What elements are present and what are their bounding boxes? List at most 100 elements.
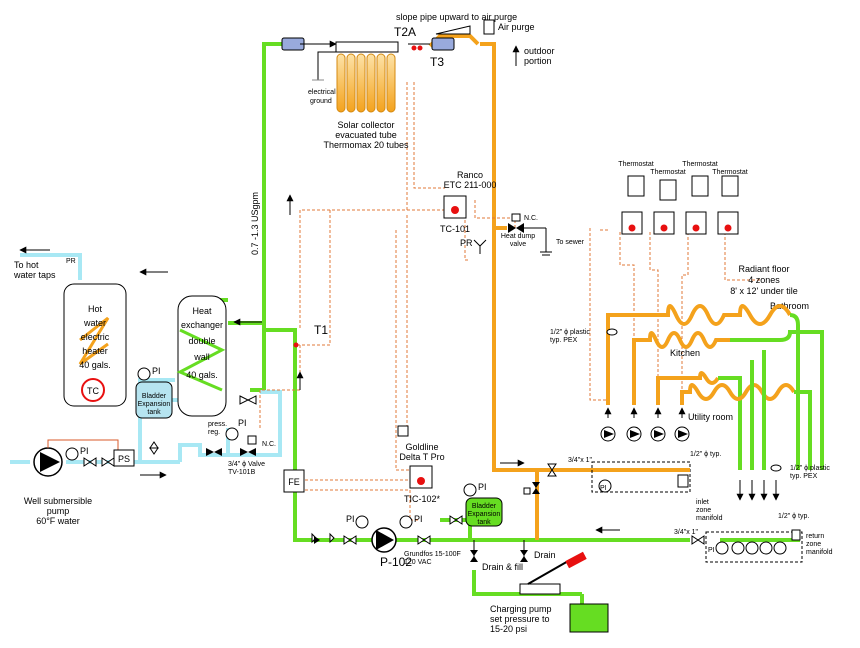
goldline-label-2: Delta T Pro xyxy=(399,452,444,462)
heat-dump-valve xyxy=(508,213,552,256)
heater-label-5: 40 gals. xyxy=(79,360,111,370)
t3-label: T3 xyxy=(430,55,444,69)
charging-pump xyxy=(472,551,609,633)
pi-reg-label: PI xyxy=(238,418,247,428)
ranco-label-2: ETC 211-000 xyxy=(444,180,497,190)
ps-label: PS xyxy=(118,454,130,464)
well-label-2: pump xyxy=(47,506,70,516)
radiant-label-3: 8' x 12' under tile xyxy=(730,286,797,296)
reducer-label-1: 3/4"x 1" xyxy=(568,457,593,464)
thermostats xyxy=(621,175,739,235)
grundfos-label-2: 120 VAC xyxy=(404,559,432,566)
control-wiring xyxy=(259,82,760,521)
half-typ-label-1: 1/2" ϕ typ. xyxy=(690,451,721,458)
reducer-label-2: 3/4"x 1" xyxy=(674,529,699,536)
charging-label-1: Charging pump xyxy=(490,604,552,614)
collector-label-3: Thermomax 20 tubes xyxy=(323,140,409,150)
thermostat-label-3: Thermostat xyxy=(682,161,717,168)
plastic-left-2: typ. PEX xyxy=(550,337,578,344)
grundfos-label-1: Grundfos 15-100F xyxy=(404,551,461,558)
drain-fill-label: Drain & fill xyxy=(482,562,523,572)
press-reg-label-2: reg. xyxy=(208,429,220,436)
return-valve xyxy=(691,535,705,545)
slope-pipe-label: slope pipe upward to air purge xyxy=(396,12,517,22)
ranco-controller xyxy=(443,195,467,219)
fe-label: FE xyxy=(288,477,300,487)
check-valve xyxy=(314,536,320,544)
solar-collector xyxy=(281,19,495,113)
heater-label-1: Hot xyxy=(88,304,103,314)
hot-supply-pipes xyxy=(428,34,600,540)
pressure-switch xyxy=(113,449,135,467)
collector-label-2: evacuated tube xyxy=(335,130,397,140)
thermostat-1 xyxy=(627,175,645,197)
pr-heater-label: PR xyxy=(66,258,76,265)
t2a-label: T2A xyxy=(394,25,416,39)
goldline-label-1: Goldline xyxy=(405,442,438,452)
plastic-left-1: 1/2" ϕ plastic xyxy=(550,329,590,336)
pi-glycol-label: PI xyxy=(478,482,487,492)
inlet-label-2: zone xyxy=(696,507,711,514)
return-manifold xyxy=(705,480,803,563)
pi-p102-left-label: PI xyxy=(346,514,355,524)
return-label-1: return xyxy=(806,533,824,540)
plastic-right-1: 1/2" ϕ plastic xyxy=(790,465,830,472)
radiant-label-1: Radiant floor xyxy=(738,264,789,274)
bladder-label-1: Bladder xyxy=(142,393,167,400)
to-sewer-label: To sewer xyxy=(556,239,585,246)
thermostat-2 xyxy=(659,179,677,201)
drain-valves xyxy=(470,463,557,562)
bladder-label-2: Expansion xyxy=(138,401,171,408)
t3-sensor xyxy=(417,45,423,51)
well-label-3: 60°F water xyxy=(36,516,80,526)
thermostat-label-1: Thermostat xyxy=(618,161,653,168)
to-hot-label-1: To hot xyxy=(14,260,39,270)
domestic-water-pipes xyxy=(10,253,282,464)
well-pump xyxy=(33,439,119,477)
inlet-label-1: inlet xyxy=(696,499,709,506)
goldline-sensor-box xyxy=(397,425,409,437)
glycol-bladder-label-3: tank xyxy=(477,519,491,526)
heat-dump-label-2: valve xyxy=(510,241,526,248)
nc-valve-label: N.C. xyxy=(262,441,276,448)
tic102-label: TIC-102* xyxy=(404,494,441,504)
hx-label-4: wall xyxy=(193,352,210,362)
valve-34-label-2: TV-101B xyxy=(228,469,256,476)
bladder-label-3: tank xyxy=(147,409,161,416)
flow-element xyxy=(283,469,305,493)
heat-exchanger xyxy=(176,295,227,417)
utility-label: Utility room xyxy=(688,412,733,422)
expansion-tank-glycol xyxy=(449,483,503,527)
nc-dump-label: N.C. xyxy=(524,215,538,222)
hx-label-2: exchanger xyxy=(181,320,223,330)
tc101-label: TC-101 xyxy=(440,224,470,234)
circulator-pump xyxy=(311,515,431,553)
thermostat-3 xyxy=(691,175,709,197)
glycol-bladder-label-2: Expansion xyxy=(468,511,501,518)
hx-label-1: Heat xyxy=(192,306,212,316)
expansion-tank-domestic xyxy=(135,367,173,419)
heater-label-4: heater xyxy=(82,346,108,356)
plastic-right-2: typ. PEX xyxy=(790,473,818,480)
pi-well-label: PI xyxy=(80,446,89,456)
evacuated-tubes xyxy=(336,53,396,113)
pr-dump-valve xyxy=(473,239,487,254)
kitchen-label: Kitchen xyxy=(670,348,700,358)
drain-label: Drain xyxy=(534,550,556,560)
charging-label-2: set pressure to xyxy=(490,614,550,624)
half-typ-label-2: 1/2" ϕ typ. xyxy=(778,513,809,520)
outdoor-label-1: outdoor xyxy=(524,46,555,56)
radiant-loops xyxy=(606,304,824,470)
pi-inlet-label: PI xyxy=(600,485,607,492)
charging-label-3: 15-20 psi xyxy=(490,624,527,634)
goldline-controller xyxy=(409,465,433,489)
air-purge-label: Air purge xyxy=(498,22,535,32)
collector-label-1: Solar collector xyxy=(337,120,394,130)
t2a-sensor xyxy=(411,45,417,51)
press-reg-label-1: press. xyxy=(208,421,227,428)
to-hot-label-2: water taps xyxy=(13,270,56,280)
thermostat-label-2: Thermostat xyxy=(650,169,685,176)
glycol-loop-pipes xyxy=(210,42,800,542)
hx-label-3: double xyxy=(188,336,215,346)
